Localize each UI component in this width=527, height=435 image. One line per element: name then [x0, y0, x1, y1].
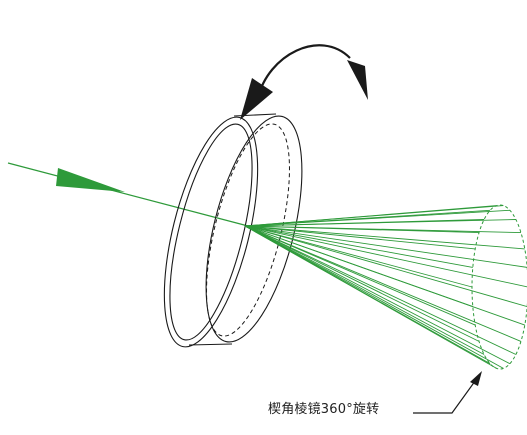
prism-back-face-inner — [169, 123, 253, 341]
rotation-arrowhead-right-icon — [347, 60, 368, 100]
prism-rim-bottom — [188, 343, 233, 346]
rotation-arrow-icon — [256, 44, 351, 99]
cone-ray — [244, 225, 522, 342]
cone-ray — [244, 225, 476, 326]
prism-back-face-outer — [163, 116, 259, 348]
output-cone-rays — [244, 205, 527, 369]
cone-ray — [244, 225, 527, 308]
rotation-arrowhead-left-icon — [240, 78, 273, 120]
cone-ray — [244, 205, 504, 227]
output-cone-base — [471, 204, 527, 370]
cone-ray — [244, 225, 476, 250]
incident-beam — [7, 162, 249, 227]
cone-ray — [244, 225, 517, 355]
cone-ray — [244, 225, 527, 288]
cone-ray — [244, 225, 473, 308]
cone-ray — [244, 225, 473, 288]
cone-ray — [244, 225, 511, 365]
caption-pointer-arrowhead-icon — [470, 371, 482, 386]
cone-ray — [244, 219, 516, 227]
cone-ray — [244, 225, 527, 268]
cone-ray — [244, 225, 491, 365]
cone-ray — [244, 225, 522, 234]
prism-rim-top — [233, 113, 277, 117]
cone-ray — [244, 225, 525, 250]
cone-ray — [244, 225, 480, 342]
caption-pointer-line — [413, 376, 479, 414]
diagram-caption: 楔角棱镜360°旋转 — [268, 402, 380, 417]
beam-direction-arrow-icon — [56, 168, 125, 192]
cone-ray — [244, 225, 485, 355]
cone-ray — [244, 225, 473, 268]
cone-ray — [244, 209, 510, 227]
